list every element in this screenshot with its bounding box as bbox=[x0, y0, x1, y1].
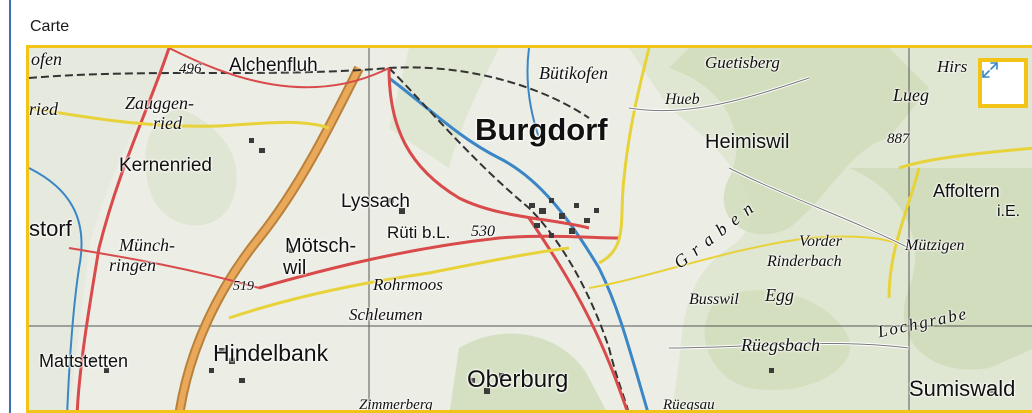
place-label: Bütikofen bbox=[539, 63, 608, 83]
section-left-rule bbox=[9, 0, 11, 413]
section-title: Carte bbox=[30, 18, 70, 35]
place-label: Hindelbank bbox=[213, 340, 329, 366]
expand-diagonal-icon bbox=[982, 62, 998, 78]
place-label: 519 bbox=[233, 279, 254, 294]
place-label: 496 bbox=[179, 61, 202, 77]
map-base bbox=[29, 48, 1032, 410]
place-label: storf bbox=[29, 216, 72, 241]
place-label: Sumiswald bbox=[909, 376, 1016, 401]
place-label: 530 bbox=[471, 223, 495, 240]
place-label: Lyssach bbox=[341, 191, 410, 212]
place-label: Kernenried bbox=[119, 155, 212, 176]
place-label: 887 bbox=[887, 131, 910, 147]
place-label: Rohrmoos bbox=[373, 275, 443, 294]
place-label: Hueb bbox=[665, 91, 700, 108]
place-label: Mützigen bbox=[905, 237, 965, 254]
place-label: Heimiswil bbox=[705, 131, 790, 153]
place-label: Oberburg bbox=[467, 366, 569, 393]
place-label: Guetisberg bbox=[705, 53, 780, 72]
place-label: Rinderbach bbox=[767, 253, 842, 270]
place-label: Rüegsbach bbox=[741, 335, 820, 355]
place-label: Rüegsau bbox=[663, 397, 715, 413]
place-label: ofen bbox=[31, 49, 62, 69]
expand-map-button[interactable] bbox=[978, 58, 1028, 108]
place-label: wil bbox=[283, 257, 307, 279]
place-label: Busswil bbox=[689, 291, 739, 308]
place-label: Schleumen bbox=[349, 305, 423, 324]
place-label: Rüti b.L. bbox=[387, 223, 451, 242]
map-container[interactable]: ofen 496 Alchenfluh Bütikofen Guetisberg… bbox=[26, 45, 1032, 413]
place-label: Burgdorf bbox=[475, 112, 608, 147]
place-label: ringen bbox=[109, 255, 156, 275]
place-label: i.E. bbox=[997, 203, 1021, 220]
place-label: Münch- bbox=[119, 235, 175, 255]
place-label: ried bbox=[29, 99, 58, 119]
place-label: Hirs bbox=[937, 57, 968, 76]
place-label: Zauggen- bbox=[125, 93, 194, 113]
place-label: Affoltern bbox=[933, 181, 1000, 201]
place-label: Lueg bbox=[893, 85, 929, 105]
place-label: Zimmerberg bbox=[359, 397, 433, 413]
place-label: Mattstetten bbox=[39, 351, 129, 371]
place-label: Egg bbox=[765, 285, 794, 305]
place-label: Mötsch- bbox=[285, 235, 357, 257]
expand-button-face bbox=[982, 62, 1024, 104]
place-label: ried bbox=[153, 113, 182, 133]
place-label: Alchenfluh bbox=[229, 55, 318, 76]
place-label: Vorder bbox=[799, 233, 842, 250]
